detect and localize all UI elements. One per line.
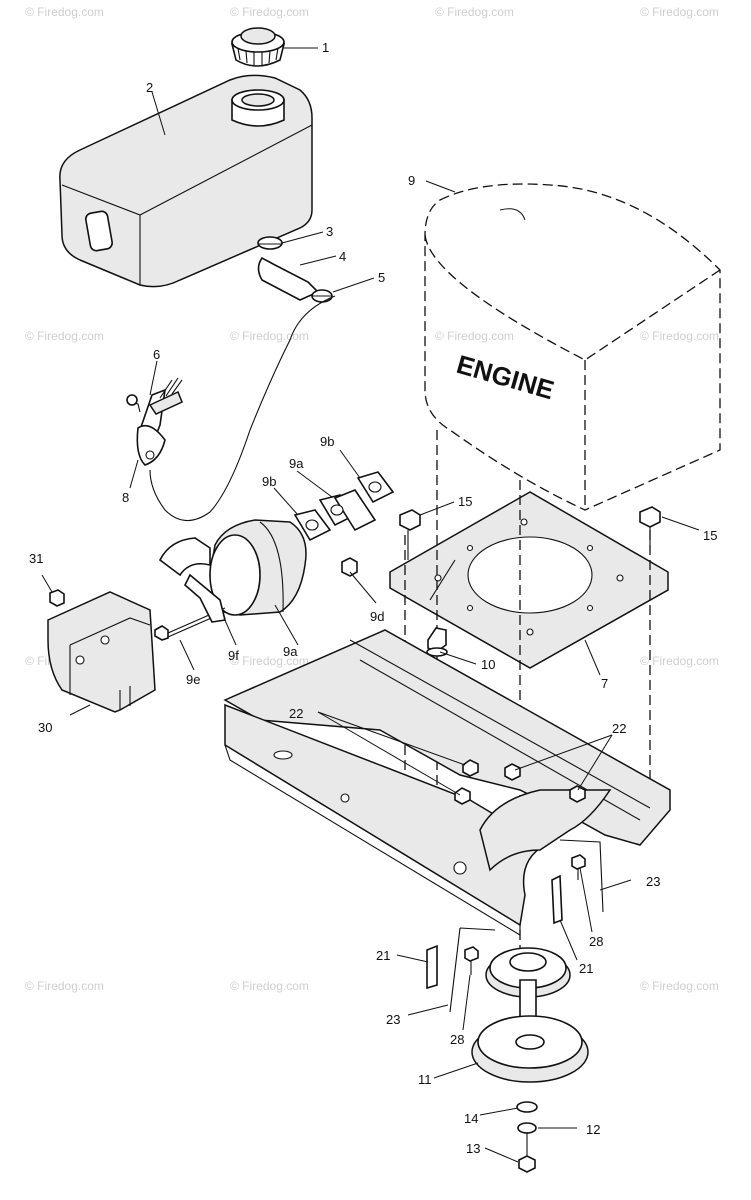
watermark: © Firedog.com	[25, 329, 104, 343]
callout-10: 10	[481, 657, 495, 672]
callout-30: 30	[38, 720, 52, 735]
watermark: © Firedog.com	[435, 5, 514, 19]
callout-28-right: 28	[589, 934, 603, 949]
callout-8: 8	[122, 490, 129, 505]
muffler	[158, 519, 307, 616]
drive-bolt	[571, 854, 586, 880]
callout-22-right: 22	[612, 721, 626, 736]
callout-21-left: 21	[376, 948, 390, 963]
callout-28-left: 28	[450, 1032, 464, 1047]
callout-23-left: 23	[386, 1012, 400, 1027]
mount-nut	[426, 627, 448, 657]
frame-nut	[504, 763, 521, 781]
callout-2: 2	[146, 80, 153, 95]
drive-rod	[449, 927, 496, 1013]
pulley-washer	[516, 1101, 538, 1113]
callout-14: 14	[464, 1111, 478, 1126]
callout-4: 4	[339, 249, 346, 264]
callout-9a-top: 9a	[289, 456, 304, 471]
watermark: © Firedog.com	[230, 654, 309, 668]
callout-9: 9	[408, 173, 415, 188]
frame-nut	[454, 787, 471, 805]
callout-11: 11	[418, 1072, 432, 1087]
heat-shield-screw	[49, 589, 65, 607]
fuel-cap	[230, 27, 286, 67]
engine-pulley	[471, 947, 589, 1083]
heat-shield	[47, 591, 156, 713]
callout-9e: 9e	[186, 672, 200, 687]
watermark: © Firedog.com	[230, 5, 309, 19]
leader-lines	[41, 47, 700, 1163]
callout-31: 31	[29, 551, 43, 566]
frame-nut	[569, 785, 586, 803]
fuel-hose-assembly	[257, 236, 333, 303]
watermark: © Firedog.com	[25, 979, 104, 993]
callout-23-right: 23	[646, 874, 660, 889]
callout-15-right: 15	[703, 528, 717, 543]
watermark: © Firedog.com	[230, 329, 309, 343]
callout-9b-left: 9b	[262, 474, 276, 489]
watermark: © Firedog.com	[640, 979, 719, 993]
fuel-tank	[59, 74, 313, 288]
engine-bolt	[639, 506, 661, 545]
watermark: © Firedog.com	[640, 5, 719, 19]
pulley-bolt	[518, 1132, 536, 1173]
pulley-lock-washer	[517, 1122, 537, 1134]
callouts: 1 2 3 4 5 6 9 8 9b 9a 9b 9d 15 15 7 10 9…	[29, 40, 717, 1156]
exhaust-flange-assembly	[293, 471, 395, 542]
watermark: © Firedog.com	[230, 979, 309, 993]
watermark: © Firedog.com	[25, 5, 104, 19]
exhaust-nut	[341, 557, 358, 577]
frame-nut	[462, 759, 479, 777]
callout-9a-muffler: 9a	[283, 644, 298, 659]
engine-mount-plate	[389, 491, 669, 669]
callout-1: 1	[322, 40, 329, 55]
throttle-control	[126, 377, 183, 466]
callout-9f: 9f	[228, 648, 239, 663]
watermark: © Firedog.com	[640, 654, 719, 668]
muffler-bracket	[184, 573, 226, 623]
callout-3: 3	[326, 224, 333, 239]
callout-9d: 9d	[370, 609, 384, 624]
fuel-line	[149, 295, 336, 522]
engine-label: ENGINE	[453, 349, 557, 405]
callout-12: 12	[586, 1122, 600, 1137]
engine-bolt	[399, 509, 421, 560]
pivot-pin	[551, 874, 563, 925]
callout-13: 13	[466, 1141, 480, 1156]
callout-5: 5	[378, 270, 385, 285]
callout-15-left: 15	[458, 494, 472, 509]
callout-21-right: 21	[579, 961, 593, 976]
drive-rod	[559, 839, 604, 913]
callout-6: 6	[153, 347, 160, 362]
watermark: © Firedog.com	[435, 329, 514, 343]
engine: ENGINE	[424, 183, 721, 511]
drive-bolt	[464, 946, 479, 975]
tractor-frame	[223, 559, 671, 936]
callout-7: 7	[601, 676, 608, 691]
callout-22-left: 22	[289, 706, 303, 721]
watermark: © Firedog.com	[640, 329, 719, 343]
pivot-pin	[426, 944, 438, 990]
callout-9b-right: 9b	[320, 434, 334, 449]
